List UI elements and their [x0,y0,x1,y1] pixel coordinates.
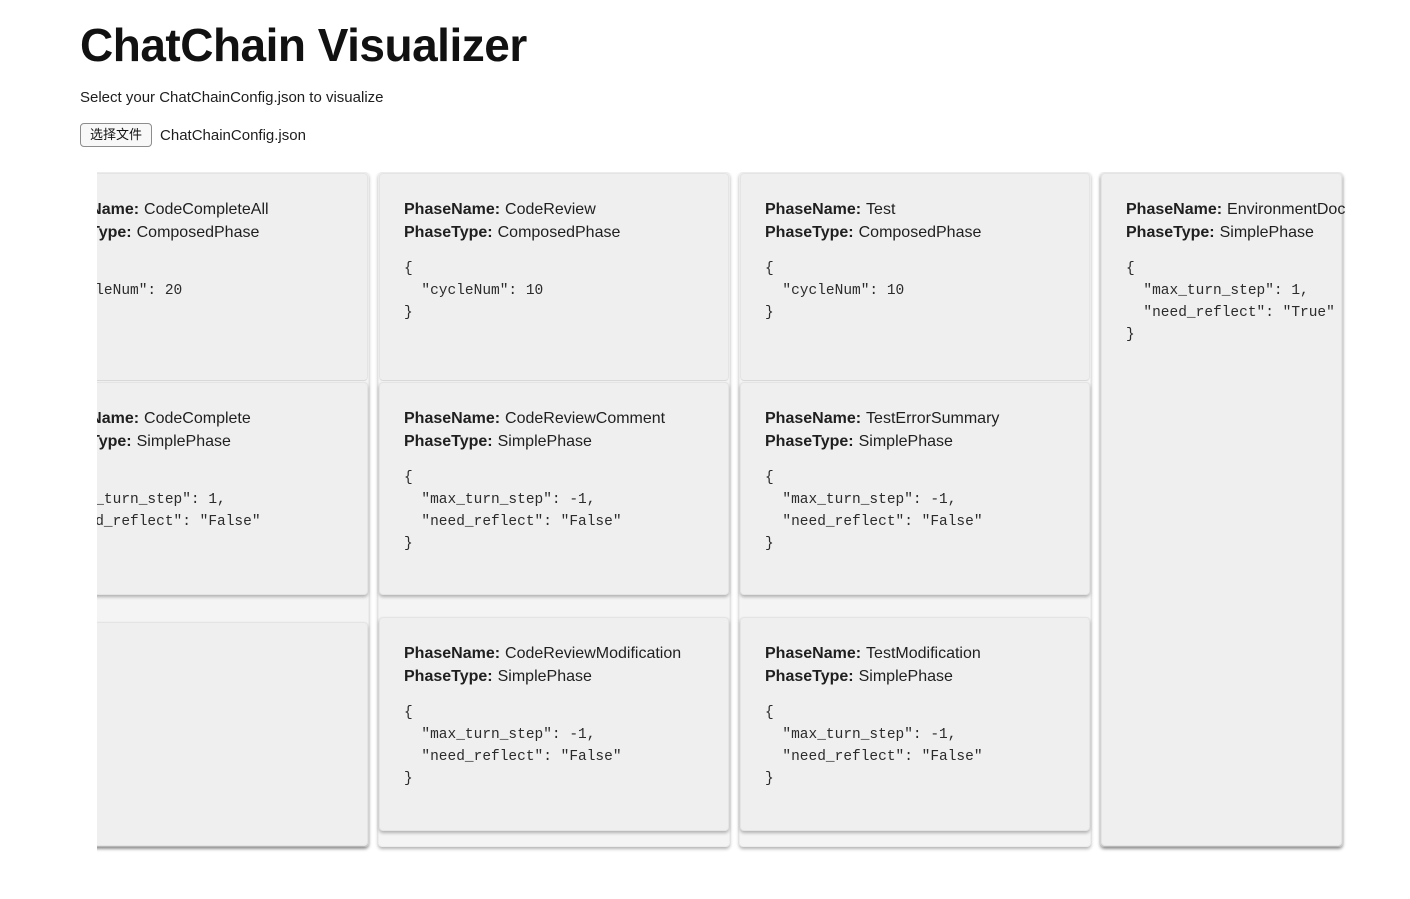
phase-name-value: CodeReview [505,201,596,218]
phase-card-heading: PhaseName:TestModification PhaseType:Sim… [765,642,1065,688]
phase-json: { "max_turn_step": 1, "need_reflect": "F… [97,492,261,530]
phase-type-value: SimplePhase [497,668,592,685]
phase-name-value: CodeCompleteAll [144,201,269,218]
phase-type-label: PhaseType: [404,433,493,450]
phase-type-value: ComposedPhase [136,224,260,241]
phase-type-value: SimplePhase [497,433,592,450]
phase-card-heading: PhaseName:TestErrorSummary PhaseType:Sim… [765,407,1065,453]
phase-name-label: PhaseName: [97,201,140,218]
phase-column-codereview: PhaseName:CodeReview PhaseType:ComposedP… [378,172,730,847]
phase-name-label: PhaseName: [97,410,140,427]
phase-type-value: ComposedPhase [497,224,621,241]
phase-card-heading: PhaseName:CodeReviewComment PhaseType:Si… [404,407,704,453]
phase-json: { "max_turn_step": -1, "need_reflect": "… [404,705,622,787]
phase-type-label: PhaseType: [404,224,493,241]
page-title: ChatChain Visualizer [80,19,527,71]
file-input[interactable]: 选择文件 ChatChainConfig.json [80,123,1410,147]
phase-name-label: PhaseName: [404,645,501,662]
phase-card-heading: PhaseName:CodeCompleteAll PhaseType:Comp… [97,198,343,244]
phase-card-heading: PhaseName:EnvironmentDoc PhaseType:Simpl… [1126,198,1345,244]
phase-card-heading: PhaseName:CodeReview PhaseType:ComposedP… [404,198,704,244]
phase-name-label: PhaseName: [1126,201,1223,218]
phase-name-label: PhaseName: [765,645,862,662]
phase-name-value: TestErrorSummary [866,410,1000,427]
phase-type-label: PhaseType: [765,433,854,450]
phase-json: { "max_turn_step": -1, "need_reflect": "… [404,470,622,552]
phase-type-label: PhaseType: [97,433,132,450]
card-environmentdoc: PhaseName:EnvironmentDoc PhaseType:Simpl… [1101,173,1345,846]
phase-type-value: SimplePhase [136,433,231,450]
phase-name-label: PhaseName: [765,201,862,218]
phase-type-value: ComposedPhase [858,224,982,241]
card-codereviewcomment: PhaseName:CodeReviewComment PhaseType:Si… [379,382,729,595]
phase-column-codecompleteall: PhaseName:CodeCompleteAll PhaseType:Comp… [97,172,369,847]
phase-card-heading: PhaseName:CodeReviewModification PhaseTy… [404,642,704,688]
phase-type-value: SimplePhase [1219,224,1314,241]
phase-name-value: TestModification [866,645,981,662]
phase-column-environmentdoc: PhaseName:EnvironmentDoc PhaseType:Simpl… [1100,172,1345,847]
phase-type-value: SimplePhase [858,433,953,450]
phase-type-label: PhaseType: [765,224,854,241]
card-blank [97,622,368,846]
phase-json: { "cycleNum": 10 } [765,261,905,321]
card-codereviewmodification: PhaseName:CodeReviewModification PhaseTy… [379,617,729,831]
phase-json: { "max_turn_step": -1, "need_reflect": "… [765,705,983,787]
card-testmodification: PhaseName:TestModification PhaseType:Sim… [740,617,1090,831]
card-codecompleteall: PhaseName:CodeCompleteAll PhaseType:Comp… [97,173,368,381]
phase-column-test: PhaseName:Test PhaseType:ComposedPhase {… [739,172,1091,847]
page-header: ChatChain Visualizer Select your ChatCha… [0,0,1410,147]
card-test: PhaseName:Test PhaseType:ComposedPhase {… [740,173,1090,381]
chain-board: PhaseName:CodeCompleteAll PhaseType:Comp… [97,172,1410,852]
phase-json: { "cycleNum": 10 } [404,261,544,321]
card-codecomplete: PhaseName:CodeComplete PhaseType:SimpleP… [97,382,368,595]
phase-name-value: Test [866,201,896,218]
choose-file-button[interactable]: 选择文件 [80,123,153,147]
subtitle: Select your ChatChainConfig.json to visu… [80,89,384,106]
card-codereview: PhaseName:CodeReview PhaseType:ComposedP… [379,173,729,381]
phase-type-value: SimplePhase [858,668,953,685]
phase-name-label: PhaseName: [765,410,862,427]
phase-name-label: PhaseName: [404,410,501,427]
card-testerrorsummary: PhaseName:TestErrorSummary PhaseType:Sim… [740,382,1090,595]
phase-json: { "max_turn_step": -1, "need_reflect": "… [765,470,983,552]
phase-type-label: PhaseType: [765,668,854,685]
phase-type-label: PhaseType: [404,668,493,685]
phase-json: { "max_turn_step": 1, "need_reflect": "T… [1126,261,1335,343]
phase-name-value: CodeReviewComment [505,410,666,427]
phase-type-label: PhaseType: [97,224,132,241]
phase-name-value: EnvironmentDoc [1227,201,1346,218]
phase-name-value: CodeReviewModification [505,645,682,662]
phase-type-label: PhaseType: [1126,224,1215,241]
chain-board-viewport: PhaseName:CodeCompleteAll PhaseType:Comp… [97,172,1410,862]
phase-name-label: PhaseName: [404,201,501,218]
selected-file-name: ChatChainConfig.json [160,126,306,144]
phase-json: { "cycleNum": 20 } [97,283,183,299]
phase-card-heading: PhaseName:Test PhaseType:ComposedPhase [765,198,1065,244]
phase-name-value: CodeComplete [144,410,251,427]
phase-card-heading: PhaseName:CodeComplete PhaseType:SimpleP… [97,407,343,453]
